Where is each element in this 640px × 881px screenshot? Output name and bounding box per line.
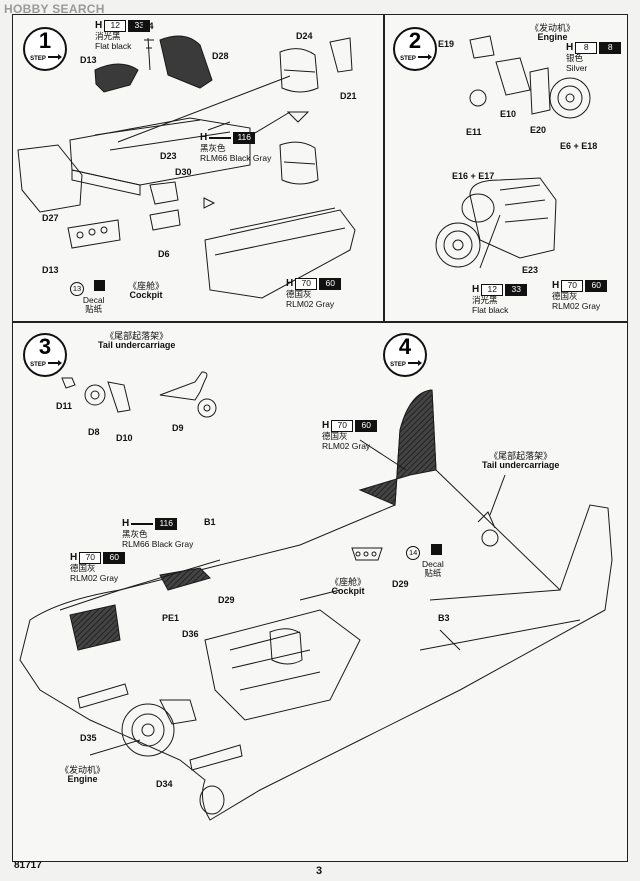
step4-badge: 4 STEP xyxy=(383,333,427,377)
step4-decal: 14 Decal 贴纸 xyxy=(404,544,444,579)
product-code: 81717 xyxy=(14,860,42,871)
part-label: D10 xyxy=(116,433,133,443)
part-label: D11 xyxy=(56,401,73,411)
part-label: D6 xyxy=(158,249,170,259)
part-label: D29 xyxy=(218,595,235,605)
step1-decal: 13 Decal 贴纸 xyxy=(70,280,106,315)
part-label: E19 xyxy=(438,39,455,49)
step4-tail-caption: 《尾部起落架》Tail undercarriage xyxy=(482,451,560,471)
decal-icon xyxy=(94,280,106,291)
part-label: B1 xyxy=(204,517,216,527)
decal-icon xyxy=(430,544,442,555)
part-label: E16 + E17 xyxy=(452,171,495,181)
part-label: D13 xyxy=(80,55,97,65)
part-label: B3 xyxy=(438,613,450,623)
svg-text:2: 2 xyxy=(409,28,421,53)
step3-title: 《尾部起落架》Tail undercarriage xyxy=(98,331,176,351)
part-label: D13 xyxy=(42,265,59,275)
part-label: D30 xyxy=(175,167,192,177)
svg-text:STEP: STEP xyxy=(30,56,46,62)
step2-badge: 2 STEP xyxy=(393,27,437,71)
part-label: E11 xyxy=(466,127,482,137)
part-label: E23 xyxy=(522,265,539,275)
svg-text:STEP: STEP xyxy=(400,56,416,62)
step4-engine-caption: 《发动机》Engine xyxy=(60,765,106,785)
svg-text:STEP: STEP xyxy=(30,362,46,368)
part-label: D29 xyxy=(392,579,409,589)
part-label: D9 xyxy=(172,423,184,433)
step2-engine-caption: 《发动机》Engine xyxy=(530,23,576,43)
part-label: E10 xyxy=(500,109,517,119)
part-label: D24 xyxy=(296,31,313,41)
part-label: D4 xyxy=(142,21,154,31)
svg-text:3: 3 xyxy=(39,334,51,359)
part-label: PE1 xyxy=(162,613,180,623)
svg-text:STEP: STEP xyxy=(390,362,406,368)
part-label: D21 xyxy=(340,91,357,101)
step4-cockpit-caption: 《座舱》Cockpit xyxy=(330,577,367,597)
step3-badge: 3 STEP xyxy=(23,333,67,377)
part-label: E6 + E18 xyxy=(560,141,598,151)
part-label: D27 xyxy=(42,213,59,223)
part-label: D36 xyxy=(182,629,199,639)
svg-text:4: 4 xyxy=(399,334,412,359)
part-label: D8 xyxy=(88,427,100,437)
step1-cockpit-caption: 《座舱》Cockpit xyxy=(128,281,165,301)
part-label: D34 xyxy=(156,779,173,789)
part-label: D23 xyxy=(160,151,177,161)
step1-badge: 1 STEP xyxy=(23,27,67,71)
part-label: D35 xyxy=(80,733,97,743)
svg-text:1: 1 xyxy=(39,28,51,53)
page-number: 3 xyxy=(316,865,323,877)
part-label: D28 xyxy=(212,51,229,61)
watermark: HOBBY SEARCH xyxy=(4,2,105,16)
part-label: E20 xyxy=(530,125,547,135)
step1-panel xyxy=(12,14,384,322)
